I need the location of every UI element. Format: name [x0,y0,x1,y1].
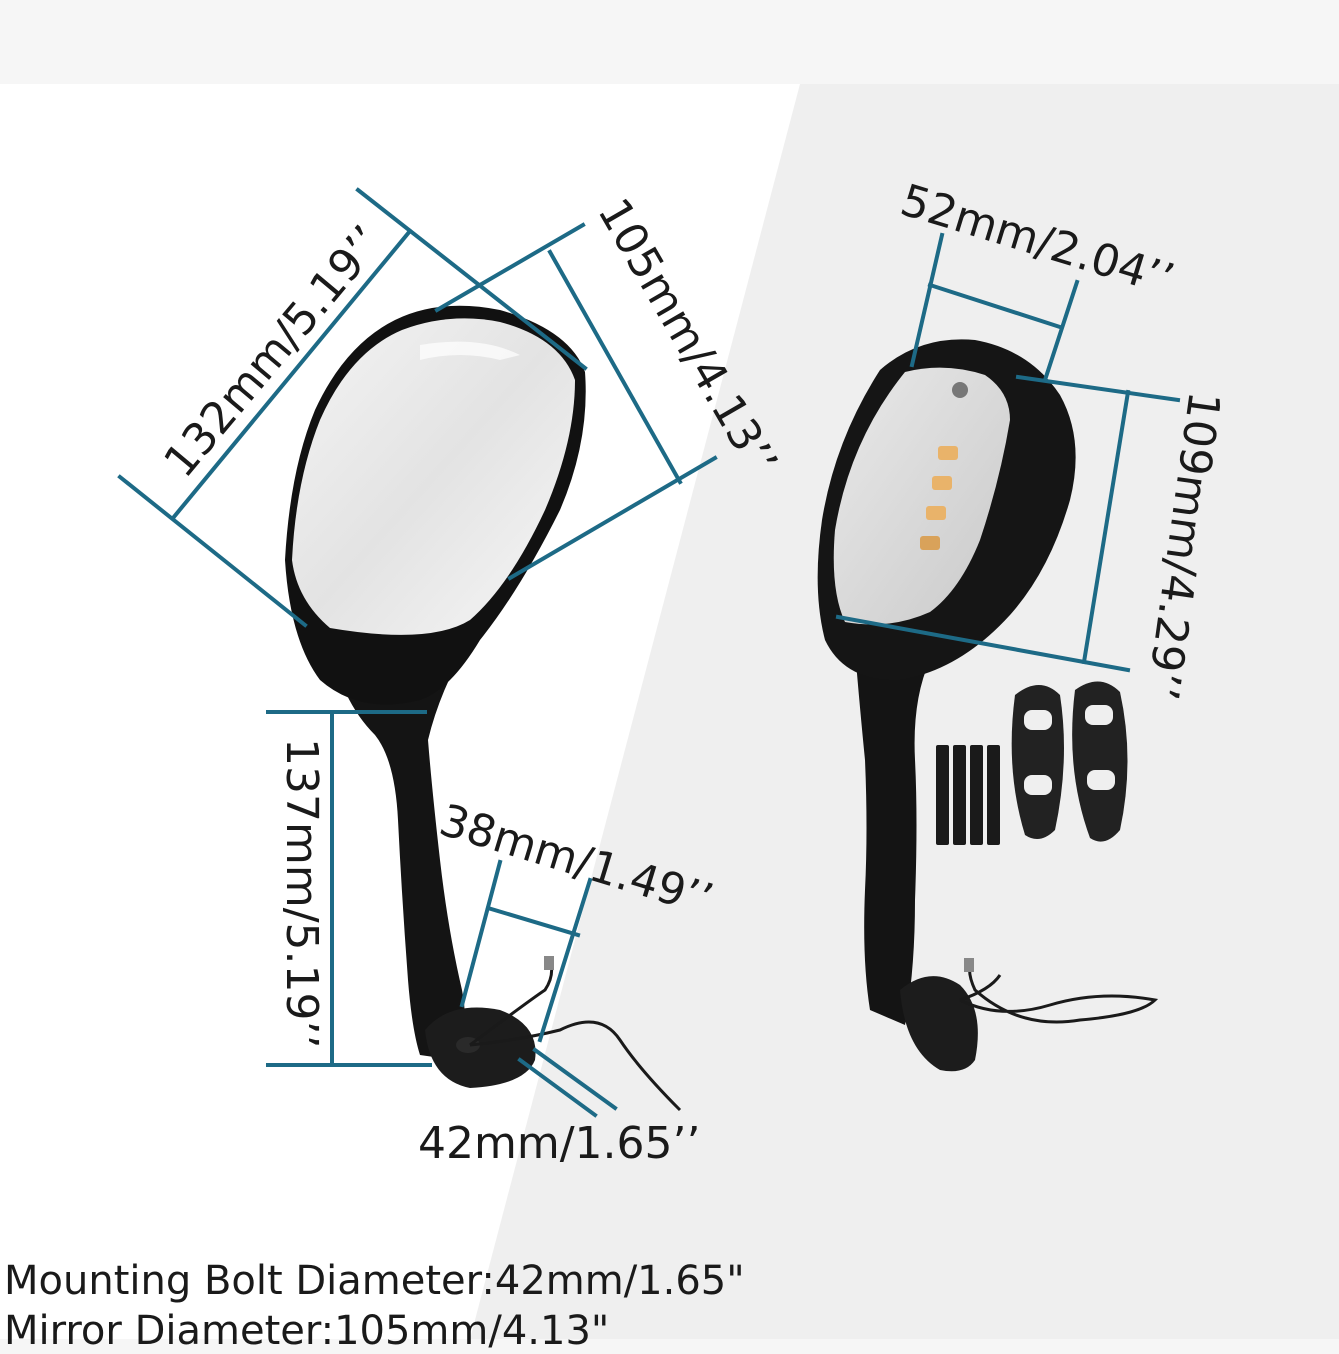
right-lens-screw [952,382,968,398]
gasket-1-hole-b [1024,775,1052,795]
bolt-2 [953,745,966,845]
right-wire-connector [964,958,974,972]
left-mirror-base [425,1007,536,1088]
left-mirror [285,305,682,1112]
rubber-gaskets [1011,681,1128,842]
right-led-3 [926,506,946,520]
right-led-1 [938,446,958,460]
right-mirror [817,339,1159,1072]
spec-mirror-diameter: Mirror Diameter:105mm/4.13" [4,1308,610,1354]
right-turn-signal-lens [833,367,1010,625]
bolt-set [936,745,1000,845]
right-led-2 [932,476,952,490]
right-mirror-base [900,976,978,1072]
bolt-4 [987,745,1000,845]
gasket-2-hole-b [1087,770,1115,790]
left-mirror-glass [292,318,575,635]
right-mirror-stem [855,650,930,1025]
gasket-1-hole-a [1024,710,1052,730]
right-led-4 [920,536,940,550]
bolt-3 [970,745,983,845]
gasket-2-hole-a [1085,705,1113,725]
dimension-lines [117,187,1181,1118]
spec-mounting-bolt: Mounting Bolt Diameter:42mm/1.65" [4,1258,745,1304]
left-wire-connector [544,956,554,970]
right-mirror-wire [959,964,1159,1024]
gasket-2 [1072,681,1128,842]
bolt-1 [936,745,949,845]
bolt-diameter-label: 42mm/1.65’’ [418,1118,700,1169]
top-band [0,0,1339,84]
left-glass-highlight [420,341,520,360]
stem-height-label: 137mm/5.19’’ [276,738,327,1048]
left-mirror-stem [330,640,470,1060]
